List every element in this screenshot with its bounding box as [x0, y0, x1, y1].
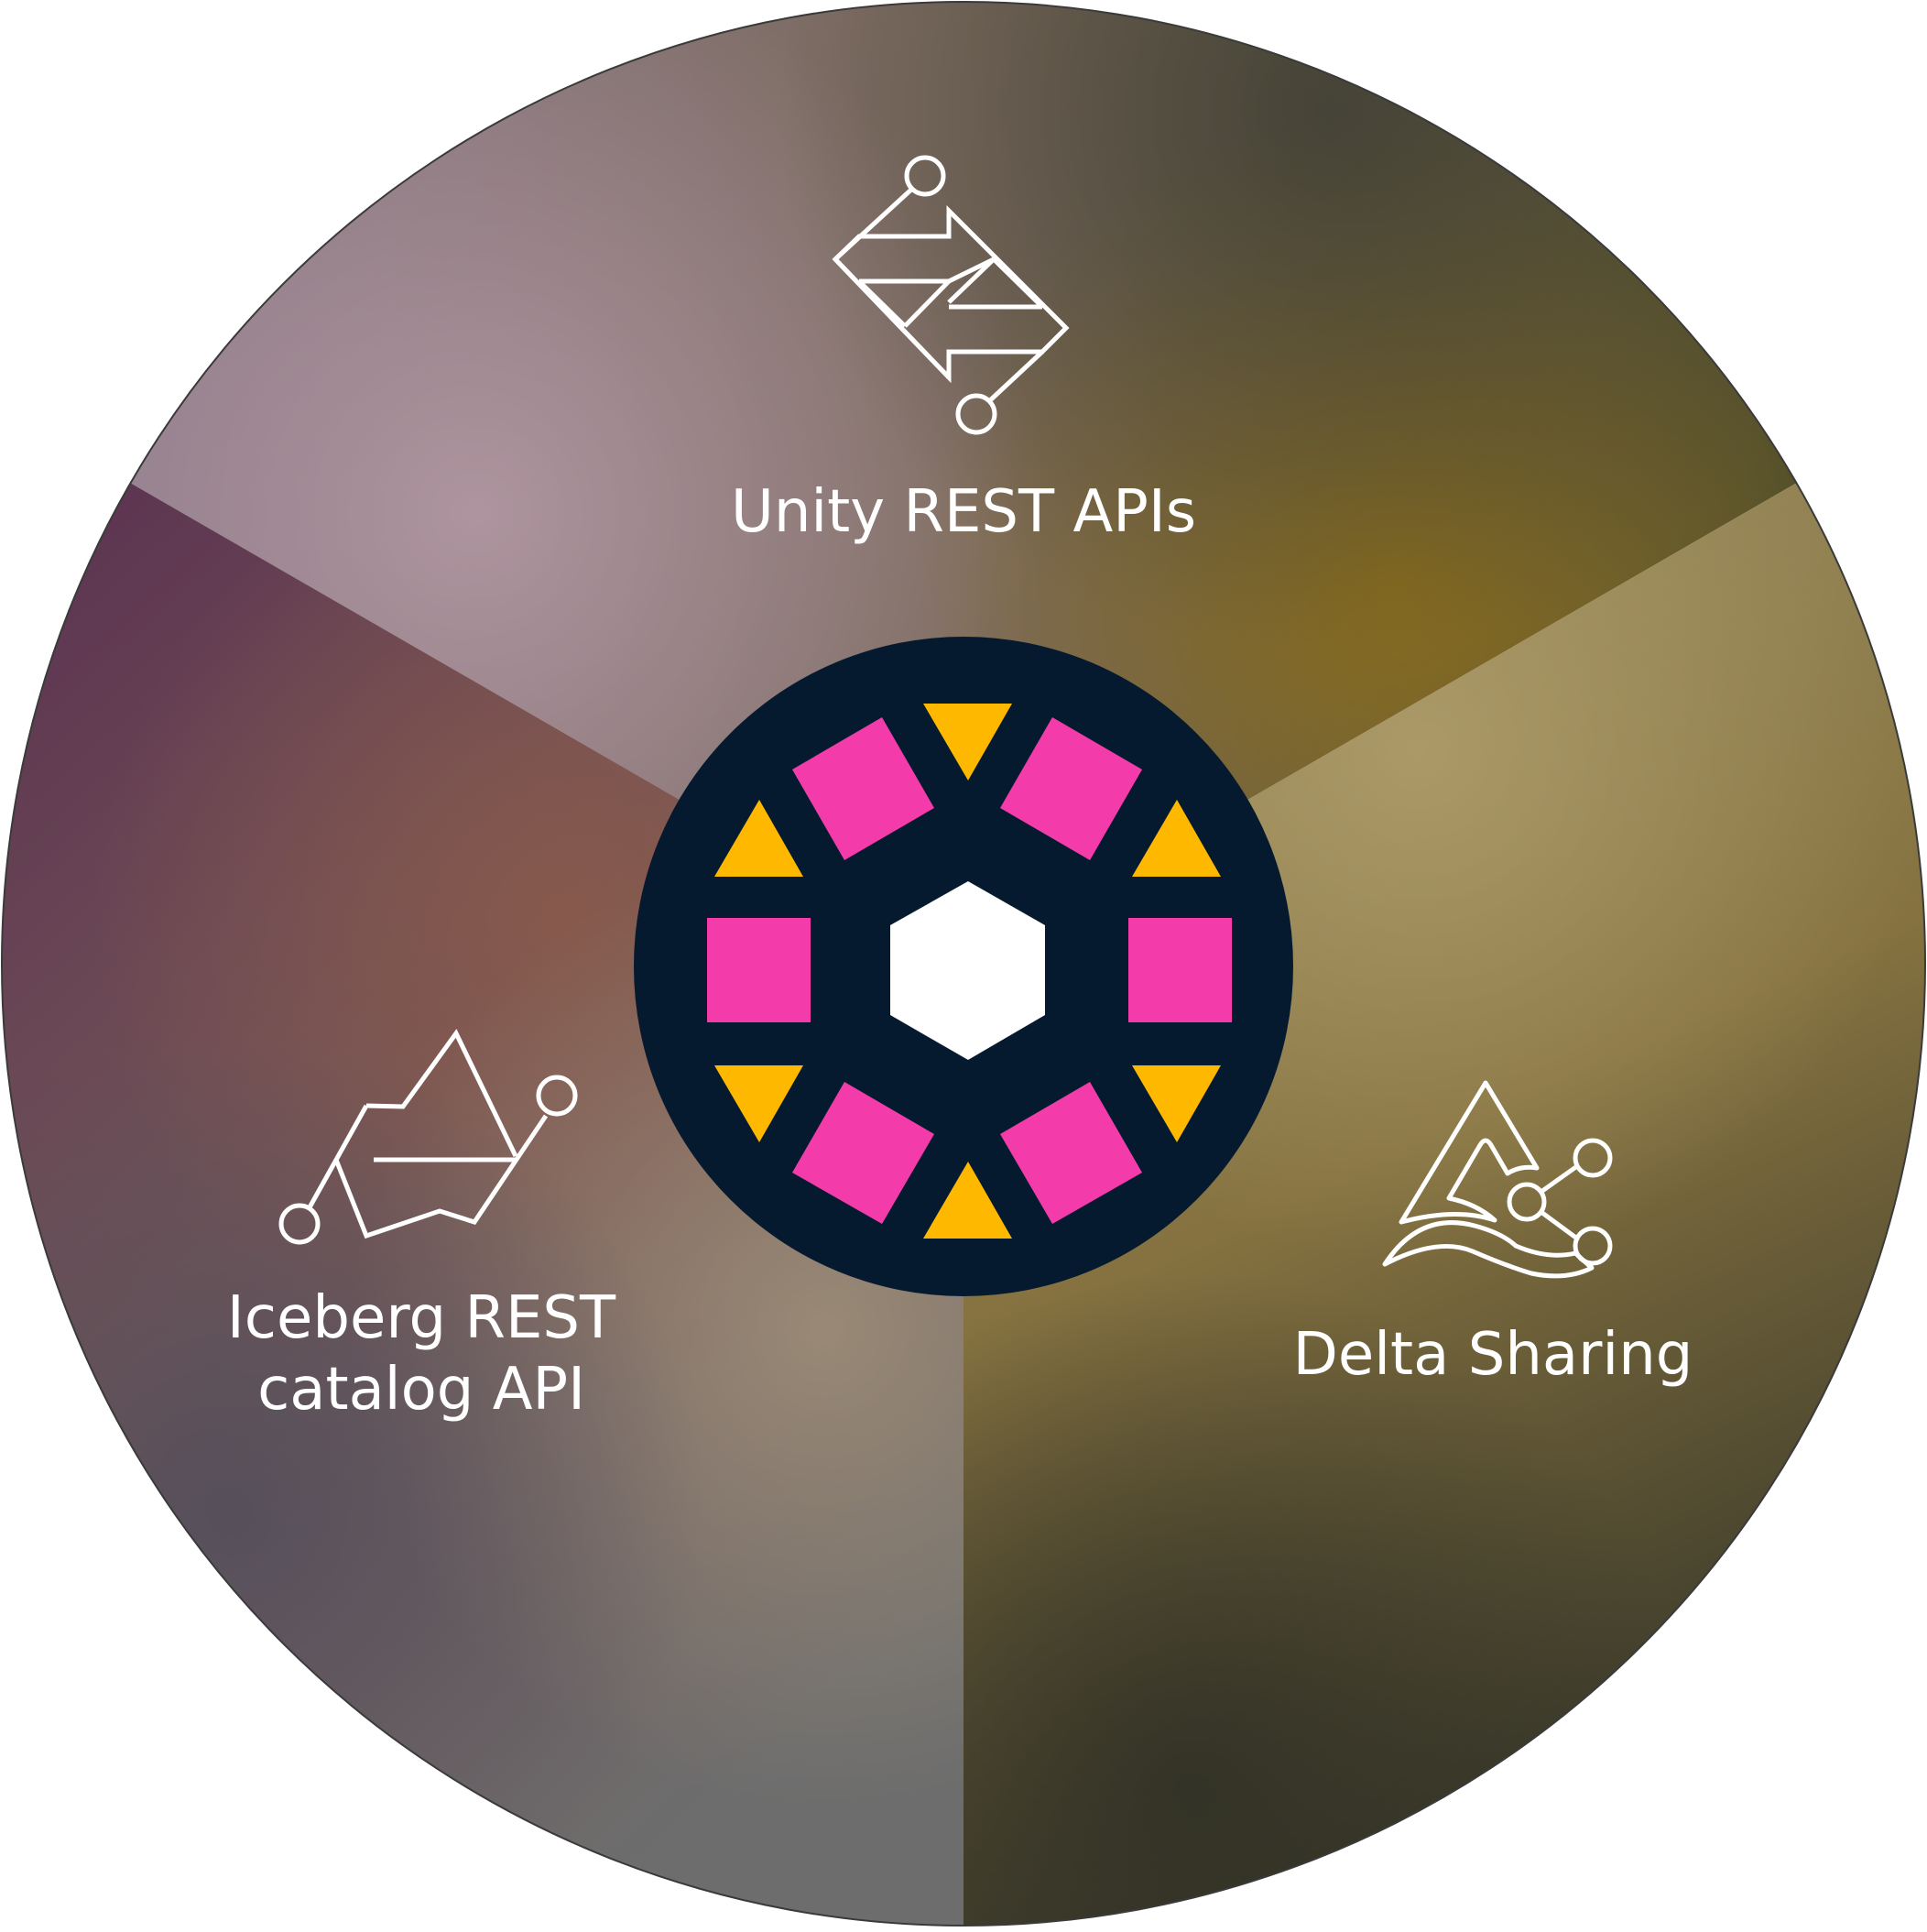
- yellow-triangle-upper-left: [714, 800, 803, 877]
- yellow-triangle-bottom: [923, 1162, 1012, 1239]
- delta-sharing-label: Delta Sharing: [1246, 1319, 1740, 1391]
- yellow-triangle-upper-right: [1132, 800, 1221, 877]
- unity-catalog-logo: [634, 637, 1293, 1296]
- unity-label-line-1: Unity REST APIs: [730, 478, 1197, 546]
- delta-sharing-icon: [1382, 1080, 1613, 1279]
- yellow-triangle-lower-right: [1132, 1065, 1221, 1142]
- pink-tile-right: [1128, 918, 1232, 1022]
- pink-tile-lower-left: [792, 1082, 934, 1224]
- unity-rest-apis-label: Unity REST APIs: [689, 476, 1238, 548]
- logo-hexagon: [890, 881, 1045, 1060]
- iceberg-icon: [278, 1029, 578, 1245]
- segment-top: [130, 2, 1797, 964]
- logo-yellow-triangles: [714, 704, 1221, 1239]
- iceberg-label-line-2: catalog API: [257, 1356, 585, 1424]
- pink-tile-left: [707, 918, 811, 1022]
- logo-pink-tiles: [707, 717, 1232, 1224]
- unity-api-icon: [832, 155, 1070, 435]
- pink-tile-upper-right: [1000, 717, 1142, 860]
- iceberg-label-line-1: Iceberg REST: [226, 1284, 616, 1352]
- yellow-triangle-lower-left: [714, 1065, 803, 1142]
- yellow-triangle-top: [923, 704, 1012, 780]
- iceberg-rest-catalog-api-label: Iceberg REST catalog API: [183, 1283, 659, 1425]
- delta-label-line-1: Delta Sharing: [1292, 1321, 1693, 1389]
- pink-tile-upper-left: [792, 717, 934, 860]
- pink-tile-lower-right: [1000, 1082, 1142, 1224]
